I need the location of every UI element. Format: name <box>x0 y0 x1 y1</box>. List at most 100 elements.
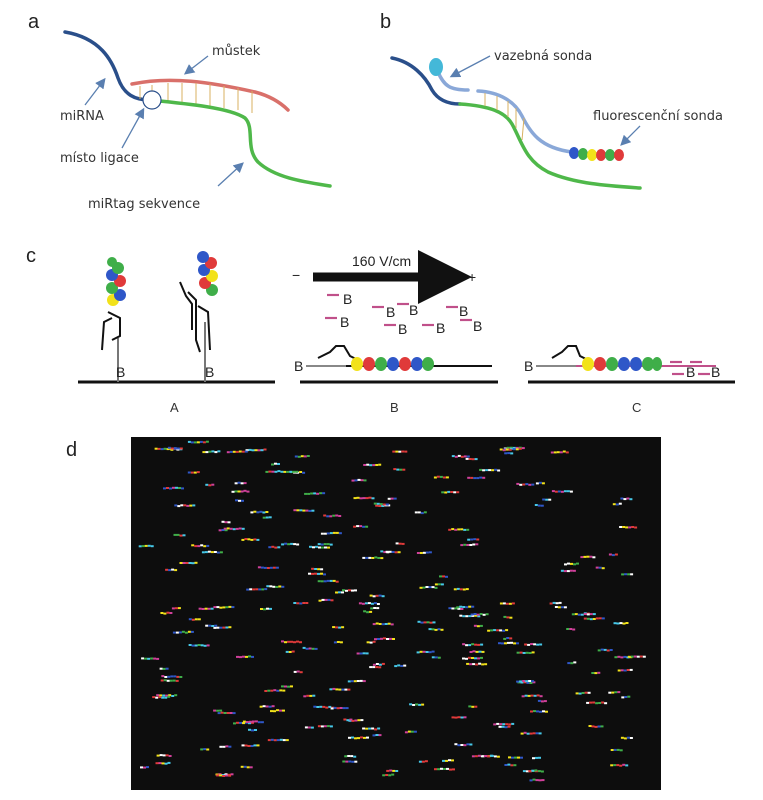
barcode-dot <box>373 602 377 605</box>
barcode-dot <box>378 463 382 466</box>
barcode-dot <box>391 551 395 553</box>
barcode-dot <box>241 499 244 502</box>
barcode-dot <box>468 656 471 659</box>
barcode-dot <box>391 773 395 776</box>
barcode-dot <box>184 631 188 634</box>
barcode-dot <box>171 695 175 697</box>
barcode-dot <box>396 468 400 471</box>
barcode-dot <box>416 552 420 554</box>
barcode-dot <box>300 455 304 458</box>
barcode-dot <box>508 602 512 605</box>
barcode-dot <box>425 551 429 554</box>
barcode-dot <box>614 691 618 694</box>
panel-c: c B <box>26 245 735 415</box>
barcode-dot <box>336 707 340 710</box>
barcode-dot <box>323 532 327 535</box>
barcode-dot <box>181 630 185 633</box>
barcode-dot <box>378 594 382 597</box>
barcode-dot <box>194 618 198 621</box>
barcode-dot <box>629 668 633 671</box>
barcode-dot <box>225 745 229 748</box>
barcode-dot <box>158 762 162 765</box>
barcode-dot <box>348 736 351 739</box>
barcode-dot <box>218 773 222 776</box>
barcode-dot <box>263 448 267 451</box>
barcode-dot <box>480 656 483 659</box>
barcode-dot <box>428 651 432 654</box>
barcode-dot <box>613 622 617 625</box>
barcode-dot <box>589 618 593 621</box>
barcode-dot <box>392 450 396 453</box>
barcode-dot <box>238 450 242 453</box>
barcode-dot <box>471 614 475 617</box>
barcode-dot <box>516 680 520 683</box>
barcode-dot <box>270 710 273 713</box>
barcode-dot <box>459 605 463 608</box>
barcode-dot <box>525 651 529 654</box>
barcode-dot <box>375 594 379 597</box>
barcode-dot <box>444 491 448 494</box>
barcode-dot <box>388 774 392 777</box>
barcode-dot <box>323 725 327 728</box>
free-b6: B <box>436 320 445 336</box>
barcode-dot <box>538 756 541 759</box>
barcode-dot <box>251 720 255 723</box>
free-b2: B <box>340 314 349 330</box>
barcode-dot <box>560 606 564 609</box>
barcode-dot <box>226 712 230 714</box>
barcode-dot <box>196 471 200 474</box>
barcode-dot <box>572 569 576 572</box>
barcode-dot <box>625 622 629 624</box>
barcode-dot <box>473 624 477 627</box>
barcode-dot <box>496 629 500 632</box>
binding-probe-head <box>429 58 443 76</box>
barcode-dot <box>480 643 484 646</box>
barcode-dot <box>168 755 172 757</box>
barcode-dot <box>359 525 363 528</box>
barcode-dot <box>586 617 590 620</box>
barcode-dot <box>177 607 181 610</box>
barcode-dot <box>589 555 593 558</box>
bound-biotins <box>670 360 710 376</box>
barcode-dot <box>217 712 221 715</box>
barcode-dot <box>273 739 277 742</box>
barcode-dot <box>375 504 379 507</box>
barcode-dot <box>502 602 506 605</box>
barcode-dot <box>511 722 515 725</box>
barcode-dot <box>471 755 475 758</box>
barcode-dot <box>309 545 312 548</box>
barcode-dot <box>462 615 466 618</box>
barcode-dot <box>183 504 187 507</box>
barcode-dot <box>390 497 394 500</box>
barcode-dot <box>373 502 377 505</box>
biotin-a1: B <box>116 364 125 380</box>
barcode-dot <box>494 468 498 471</box>
barcode-dot <box>423 621 427 624</box>
barcode-dot <box>569 490 573 493</box>
barcode-dot <box>383 551 387 554</box>
barcode-dot <box>369 610 373 613</box>
barcode-dot <box>417 620 421 623</box>
barcode-dot <box>622 763 626 766</box>
barcode-dot <box>597 649 601 652</box>
barcode-dot <box>366 641 370 644</box>
barcode-dot <box>222 775 226 777</box>
barcode-dot <box>383 637 386 640</box>
barcode-dot <box>188 562 192 564</box>
barcode-dot <box>166 679 170 682</box>
barcode-dot <box>570 662 574 665</box>
barcode-dot <box>551 490 555 493</box>
barcode-dot <box>266 607 269 610</box>
barcode-dot <box>598 617 602 620</box>
barcode-dot <box>248 722 251 725</box>
barcode-dot <box>505 723 509 726</box>
barcode-dot <box>451 716 455 719</box>
barcode-dot <box>165 754 169 757</box>
barcode-dot <box>642 655 646 658</box>
barcode-dot <box>171 568 175 571</box>
barcode-dot <box>267 689 271 692</box>
barcode-dot <box>457 454 461 457</box>
barcode-dot <box>484 663 488 666</box>
barcode-dot <box>299 671 303 674</box>
barcode-dot <box>457 716 461 719</box>
